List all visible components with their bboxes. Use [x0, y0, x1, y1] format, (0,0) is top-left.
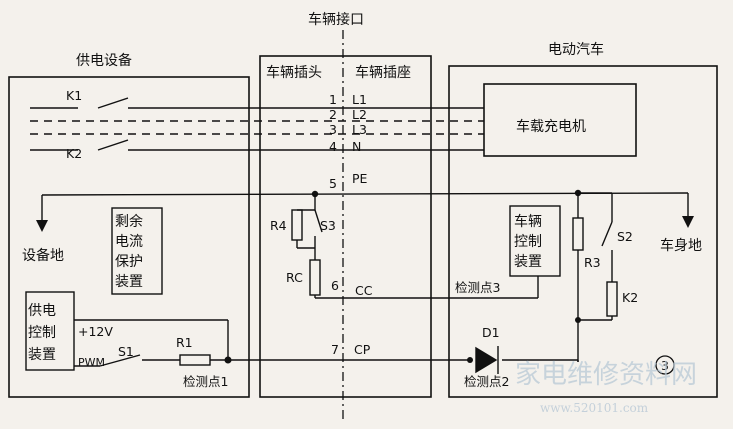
pwm-label: PWM [78, 356, 105, 369]
pin-4-num: 4 [329, 139, 337, 154]
k2-label: K2 [66, 146, 82, 161]
s1-label: S1 [118, 344, 134, 359]
rcd-line-1: 剩余 [115, 213, 143, 230]
cp-junction-vehicle [575, 317, 581, 323]
cp-line [74, 319, 579, 367]
k1-switch-blade [97, 97, 129, 109]
k2-switch-blade [97, 139, 129, 151]
equipment-ground-label: 设备地 [22, 247, 64, 264]
s2-label: S2 [617, 229, 633, 244]
d1-label: D1 [482, 325, 500, 340]
onboard-charger-label: 车载充电机 [516, 118, 586, 135]
pin-5-num: 5 [329, 176, 337, 191]
vehicle-interface-title: 车辆接口 [308, 11, 364, 28]
control-line-2: 控制 [28, 325, 56, 341]
onboard-charger-box [483, 83, 637, 157]
body-ground-label: 车身地 [660, 237, 702, 254]
circle-mark [655, 355, 675, 375]
watermark-url: www.520101.com [540, 401, 649, 415]
body-ground-arrow [682, 216, 694, 228]
pin-3-num: 3 [329, 122, 337, 137]
control-line-1: 供电 [28, 303, 56, 319]
checkpoint-3-label: 检测点3 [455, 280, 500, 295]
k2-vehicle-label: K2 [622, 290, 638, 305]
circle-mark-label: 3 [661, 358, 669, 373]
d1-diode [475, 346, 499, 374]
rcd-line-4: 装置 [115, 274, 143, 290]
k1-label: K1 [66, 88, 82, 103]
r1-label: R1 [176, 335, 193, 350]
vehicle-plug-title: 车辆插头 [266, 64, 322, 81]
checkpoint-1-label: 检测点1 [183, 374, 228, 389]
pin-6-name: CC [355, 283, 373, 298]
control-line-3: 装置 [28, 347, 56, 363]
supply-equipment-box [8, 76, 250, 398]
checkpoint-2-label: 检测点2 [464, 374, 509, 389]
vcu-line-2: 控制 [514, 234, 542, 250]
watermark-text: 家电维修资料网 [515, 360, 697, 390]
s2-switch-blade [601, 221, 613, 247]
electric-vehicle-box [448, 65, 718, 398]
pin-7-name: CP [354, 342, 371, 357]
pin-4-name: N [352, 139, 361, 154]
power-lines [30, 97, 484, 151]
plug-cc-circuit [291, 194, 539, 299]
vcu-line-1: 车辆 [514, 213, 542, 230]
electric-vehicle-title: 电动汽车 [548, 41, 604, 58]
s1-switch-blade [99, 354, 141, 367]
vehicle-control-box [509, 205, 561, 277]
pin-3-name: L3 [352, 122, 367, 137]
rcd-line-3: 保护 [115, 254, 143, 270]
pin-6-num: 6 [331, 278, 339, 293]
pin-1-num: 1 [329, 92, 337, 107]
pin-7-num: 7 [331, 342, 339, 357]
pin-2-name: L2 [352, 107, 367, 122]
section-boxes [8, 55, 718, 398]
r3-resistor [572, 217, 584, 251]
r3-label: R3 [584, 255, 601, 270]
rc-resistor [309, 259, 321, 296]
supply-control-box [25, 291, 75, 371]
pin-5-name: PE [352, 171, 368, 186]
rcd-box [111, 207, 163, 295]
pin-labels: 1 L1 2 L2 3 L3 4 N 5 PE 6 CC 7 CP [329, 92, 373, 357]
s3-label: S3 [320, 218, 336, 233]
checkpoint-2-dot [467, 357, 473, 363]
v12-label: +12V [78, 324, 113, 339]
vehicle-cp-circuit [572, 192, 618, 362]
pin-1-name: L1 [352, 92, 367, 107]
r4-label: R4 [270, 218, 287, 233]
s3-switch-blade [314, 209, 323, 233]
vehicle-socket-title: 车辆插座 [355, 64, 411, 81]
k2-resistor [606, 281, 618, 317]
equipment-ground-arrow [36, 220, 48, 232]
rc-label: RC [286, 270, 303, 285]
pin-2-num: 2 [329, 107, 337, 122]
vehicle-interface-box [259, 55, 432, 398]
vcu-line-3: 装置 [514, 254, 542, 270]
r4-resistor [291, 209, 303, 241]
rcd-line-2: 电流 [115, 234, 143, 250]
r1-resistor [179, 354, 211, 366]
checkpoint-1-dot [224, 356, 232, 364]
supply-equipment-title: 供电设备 [76, 52, 132, 69]
